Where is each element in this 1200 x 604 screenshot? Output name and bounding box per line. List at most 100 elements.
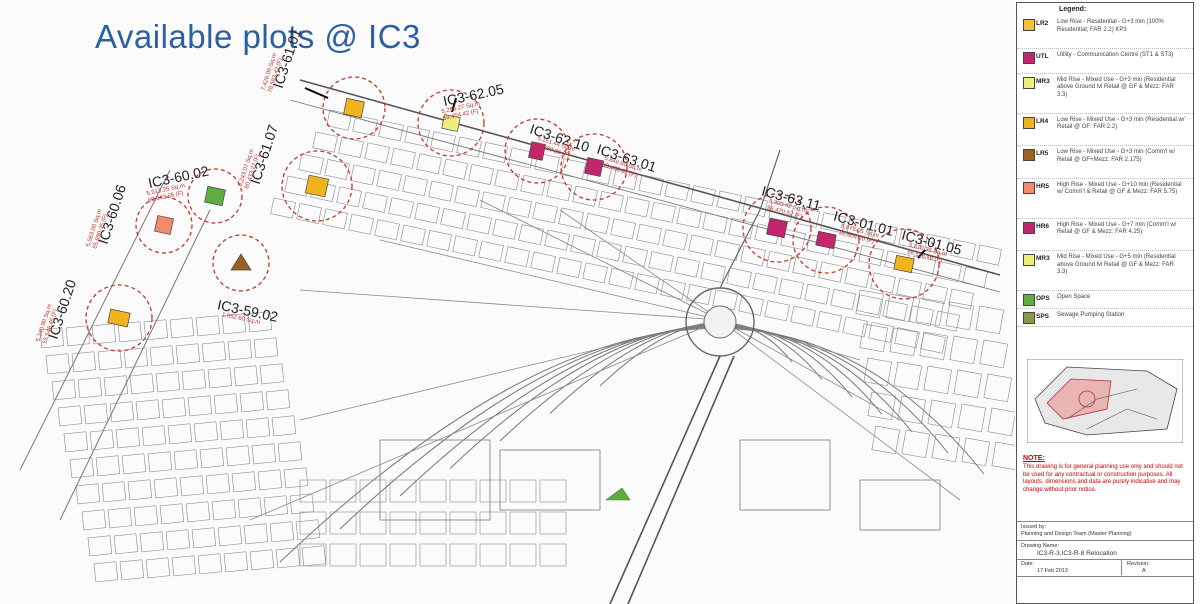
city-block (901, 429, 930, 459)
key-map-thumbnail (1027, 359, 1183, 443)
radial-road (379, 239, 721, 321)
plot-parcel (230, 253, 252, 271)
city-block (195, 315, 221, 337)
city-block (270, 197, 296, 219)
city-block (676, 207, 702, 229)
city-block (329, 543, 357, 567)
city-block (283, 467, 309, 489)
city-block (948, 288, 974, 310)
plot-highlight-circle (504, 118, 570, 184)
city-block (596, 240, 622, 262)
plot-marker (792, 206, 860, 274)
city-block (584, 213, 610, 234)
west-road (19, 169, 171, 471)
city-block (211, 499, 237, 521)
city-block (45, 353, 71, 375)
legend-code: UTL (1036, 52, 1049, 60)
city-block (898, 228, 924, 250)
city-block (223, 551, 249, 573)
city-block (179, 475, 205, 497)
legend-description: High Rise - Mixed Use - G+10 min (Reside… (1057, 181, 1182, 196)
city-block (97, 349, 123, 371)
radial-road (719, 319, 901, 421)
city-block (479, 511, 507, 535)
city-block (662, 229, 688, 251)
plot-parcel (343, 97, 365, 119)
city-block (201, 341, 227, 363)
city-block (193, 421, 219, 443)
plot-highlight-circle (792, 206, 860, 274)
issued-by-value: Planning and Design Team (Master Plannin… (1021, 531, 1132, 537)
plot-parcel (154, 215, 174, 235)
city-block (389, 543, 417, 567)
city-block (919, 331, 948, 361)
city-block (153, 477, 179, 499)
plot-highlight-circle (322, 76, 386, 140)
city-block (766, 250, 792, 272)
city-block (414, 202, 440, 224)
plot-parcel (528, 141, 546, 161)
city-block (509, 543, 537, 567)
arc-road (339, 326, 949, 530)
note-text: This drawing is for general planning use… (1023, 464, 1183, 493)
city-block (686, 284, 712, 305)
city-block (322, 208, 348, 230)
plot-highlight-circle (135, 196, 193, 254)
city-block (897, 395, 926, 425)
city-block (456, 136, 482, 158)
city-block (530, 251, 556, 273)
city-block (378, 120, 404, 142)
city-block (923, 365, 952, 395)
city-block (752, 272, 778, 294)
city-block (882, 299, 908, 321)
city-block (908, 305, 934, 327)
plot-marker (868, 228, 940, 300)
legend-description: Low Rise - Mixed Use - G+3 min (Resident… (1057, 116, 1185, 131)
city-block (187, 395, 213, 417)
city-block (231, 471, 257, 493)
city-block (359, 543, 387, 567)
city-block (830, 289, 856, 310)
legend-description: Mid Rise - Mixed Use - G+5 min (Resident… (1057, 254, 1176, 275)
city-block (141, 425, 167, 447)
city-block (147, 451, 173, 473)
city-block (945, 301, 974, 331)
large-parcel (739, 439, 831, 511)
plot-marker (504, 118, 570, 184)
boulevard-edge (627, 355, 735, 604)
city-block (479, 479, 507, 503)
plot-marker (417, 89, 485, 157)
plot-highlight-circle (560, 133, 628, 201)
plot-highlight-circle (85, 284, 153, 352)
plot-parcel (441, 114, 461, 132)
plot-parcel (204, 185, 226, 207)
city-block (983, 373, 1012, 403)
city-block (149, 345, 175, 367)
city-block (129, 373, 155, 395)
city-block (133, 505, 159, 527)
city-block (249, 549, 275, 571)
city-block (117, 321, 143, 343)
plot-parcel (107, 308, 131, 328)
north-link-road (719, 149, 781, 289)
plot-parcel (304, 174, 330, 198)
city-block (931, 433, 960, 463)
city-block (390, 147, 416, 169)
plot-pointer-arrow (917, 249, 926, 259)
city-block (296, 203, 322, 224)
radial-roads (249, 199, 961, 521)
legend-description: Open Space (1057, 294, 1091, 300)
city-block (237, 497, 263, 519)
street-network (19, 79, 1015, 604)
city-block (768, 201, 794, 223)
city-block (75, 483, 101, 505)
legend-divider (1017, 217, 1193, 219)
large-parcel (859, 479, 941, 531)
city-block (818, 261, 844, 283)
legend-description: Sewage Pumping Station (1057, 312, 1125, 318)
city-block (57, 405, 83, 427)
